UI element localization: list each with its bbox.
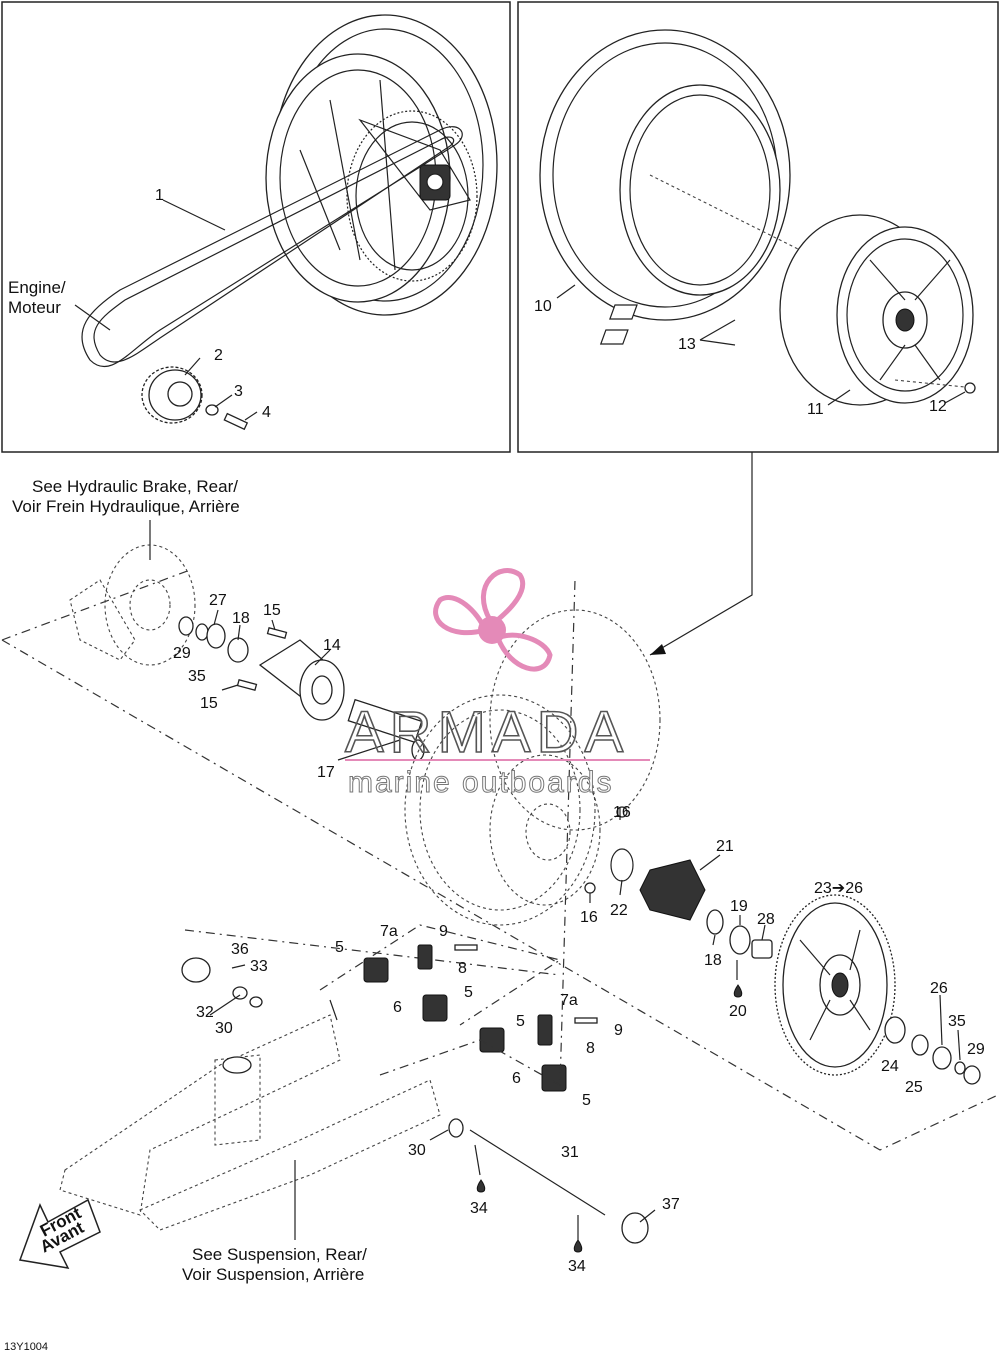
callout-5c: 5 xyxy=(516,1013,525,1030)
rim-drawing xyxy=(599,214,976,406)
callout-6b: 6 xyxy=(512,1070,521,1087)
callout-23-26: 23➔26 xyxy=(814,880,863,897)
callout-20: 20 xyxy=(729,1003,747,1020)
callout-29b: 29 xyxy=(967,1041,985,1058)
callout-22: 22 xyxy=(610,902,628,919)
callout-9a: 9 xyxy=(439,923,448,940)
drive-belt-drawing xyxy=(81,126,463,368)
callout-12: 12 xyxy=(929,398,947,415)
grease-drops xyxy=(476,984,743,1253)
callout-8a: 8 xyxy=(458,960,467,977)
front-arrow-icon: Front Avant xyxy=(18,1198,101,1269)
callout-6a: 6 xyxy=(393,999,402,1016)
engine-note-line1: Engine/ xyxy=(8,278,66,297)
suspension-note-line1: See Suspension, Rear/ xyxy=(192,1245,367,1264)
callout-30b: 30 xyxy=(408,1142,426,1159)
callout-4: 4 xyxy=(262,404,271,421)
callout-16b: 16 xyxy=(580,909,598,926)
callout-15b: 15 xyxy=(200,695,218,712)
suspension-note-line2: Voir Suspension, Arrière xyxy=(182,1265,364,1284)
brake-note-line1: See Hydraulic Brake, Rear/ xyxy=(32,477,238,496)
armada-watermark: ARMADA marine outboards xyxy=(344,568,650,800)
damper-and-bearings-drawing xyxy=(610,848,773,959)
callout-11: 11 xyxy=(807,401,824,418)
watermark-title: ARMADA xyxy=(345,700,629,765)
callout-33: 33 xyxy=(250,958,268,975)
callout-18a: 18 xyxy=(232,610,250,627)
brake-note-line2: Voir Frein Hydraulique, Arrière xyxy=(12,497,240,516)
callout-14: 14 xyxy=(323,637,341,654)
watermark-subtitle: marine outboards xyxy=(348,766,613,799)
callout-32: 32 xyxy=(196,1004,214,1021)
callout-13: 13 xyxy=(678,336,696,353)
callout-25: 25 xyxy=(905,1079,923,1096)
drive-sprocket-drawing xyxy=(141,366,249,431)
callout-16a: 16 xyxy=(613,804,631,821)
callout-27: 27 xyxy=(209,592,227,609)
drive-wheel-drawing xyxy=(265,14,498,316)
propeller-logo xyxy=(433,568,553,672)
swingarm-drawing xyxy=(59,1014,441,1231)
callout-1: 1 xyxy=(155,187,164,204)
panel-right-frame xyxy=(517,1,999,453)
callout-3: 3 xyxy=(234,383,243,400)
main-assembly-outline xyxy=(1,569,999,1151)
callout-5d: 5 xyxy=(582,1092,591,1109)
callout-2: 2 xyxy=(214,347,223,364)
callout-34a: 34 xyxy=(470,1200,488,1217)
callout-36: 36 xyxy=(231,941,249,958)
callout-31: 31 xyxy=(561,1144,579,1161)
callout-18b: 18 xyxy=(704,952,722,969)
engine-note-line2: Moteur xyxy=(8,298,61,317)
driven-sprocket-drawing xyxy=(774,894,981,1085)
callout-5a: 5 xyxy=(335,939,344,956)
callout-9b: 9 xyxy=(614,1022,623,1039)
tire-drawing xyxy=(539,29,801,321)
callout-30a: 30 xyxy=(215,1020,233,1037)
callout-34b: 34 xyxy=(568,1258,586,1275)
callout-29a: 29 xyxy=(173,645,191,662)
callout-8b: 8 xyxy=(586,1040,595,1057)
callout-7a-1: 7a xyxy=(380,923,398,940)
main-leaders xyxy=(149,520,961,1240)
adjuster-parts-drawing xyxy=(181,944,649,1244)
callout-35a: 35 xyxy=(188,668,206,685)
callout-19: 19 xyxy=(730,898,748,915)
callout-24: 24 xyxy=(881,1058,899,1075)
callout-17: 17 xyxy=(317,764,335,781)
bracket-outlines xyxy=(319,579,576,1087)
callout-35b: 35 xyxy=(948,1013,966,1030)
hub-parts-drawing xyxy=(178,616,425,761)
callout-10: 10 xyxy=(534,298,552,315)
callout-5b: 5 xyxy=(464,984,473,1001)
panel-left-frame xyxy=(1,1,511,453)
callout-15a: 15 xyxy=(263,602,281,619)
callout-37: 37 xyxy=(662,1196,680,1213)
callout-28: 28 xyxy=(757,911,775,928)
left-panel-leaders xyxy=(74,199,258,421)
figure-id: 13Y1004 xyxy=(4,1341,48,1353)
right-panel-leaders xyxy=(556,284,966,406)
callout-26: 26 xyxy=(930,980,948,997)
callout-7a-2: 7a xyxy=(560,992,578,1009)
callout-21: 21 xyxy=(716,838,734,855)
